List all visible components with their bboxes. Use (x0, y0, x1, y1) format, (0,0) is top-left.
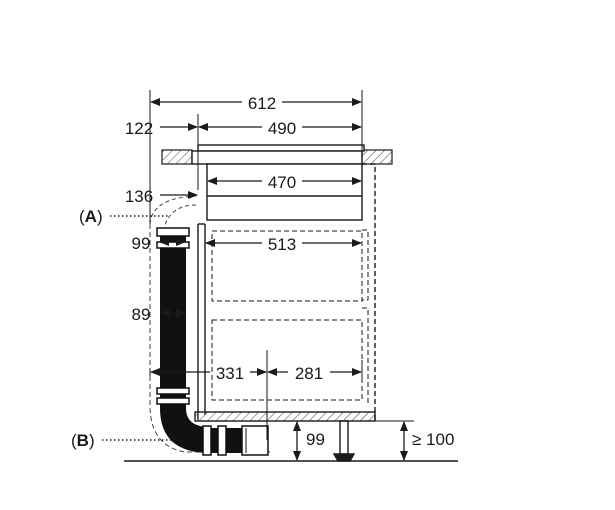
callout-b-close: ) (89, 431, 95, 450)
dim-total-width: 612 (248, 94, 276, 113)
dim-duct-top-gap: 99 (132, 234, 151, 253)
callout-b: (B) (71, 431, 200, 450)
dimension-arrows (150, 98, 408, 461)
svg-text:(A): (A) (79, 207, 103, 226)
dim-hob-width: 490 (268, 119, 296, 138)
svg-text:(B): (B) (71, 431, 95, 450)
callout-a-open: ( (79, 207, 85, 226)
dim-top-to-elbow: 136 (125, 187, 153, 206)
callout-b-open: ( (71, 431, 77, 450)
dim-inner-width: 513 (268, 235, 296, 254)
dim-duct-depth: 89 (132, 305, 151, 324)
dim-plinth-height: 99 (306, 430, 325, 449)
dim-plinth-to-front: 281 (295, 364, 323, 383)
dim-min-plinth-clearance: ≥ 100 (412, 430, 454, 449)
callout-a-close: ) (97, 207, 103, 226)
callout-b-letter: B (77, 431, 89, 450)
cabinet (194, 163, 376, 422)
dim-offset-left: 122 (125, 119, 153, 138)
callout-a-letter: A (85, 207, 97, 226)
dimension-labels: 612 122 490 470 136 99 513 89 331 281 99… (125, 94, 455, 449)
dim-plinth-to-duct: 331 (216, 364, 244, 383)
countertop (161, 149, 393, 165)
callout-a: (A) (79, 207, 168, 226)
dim-cutout-width: 470 (268, 173, 296, 192)
